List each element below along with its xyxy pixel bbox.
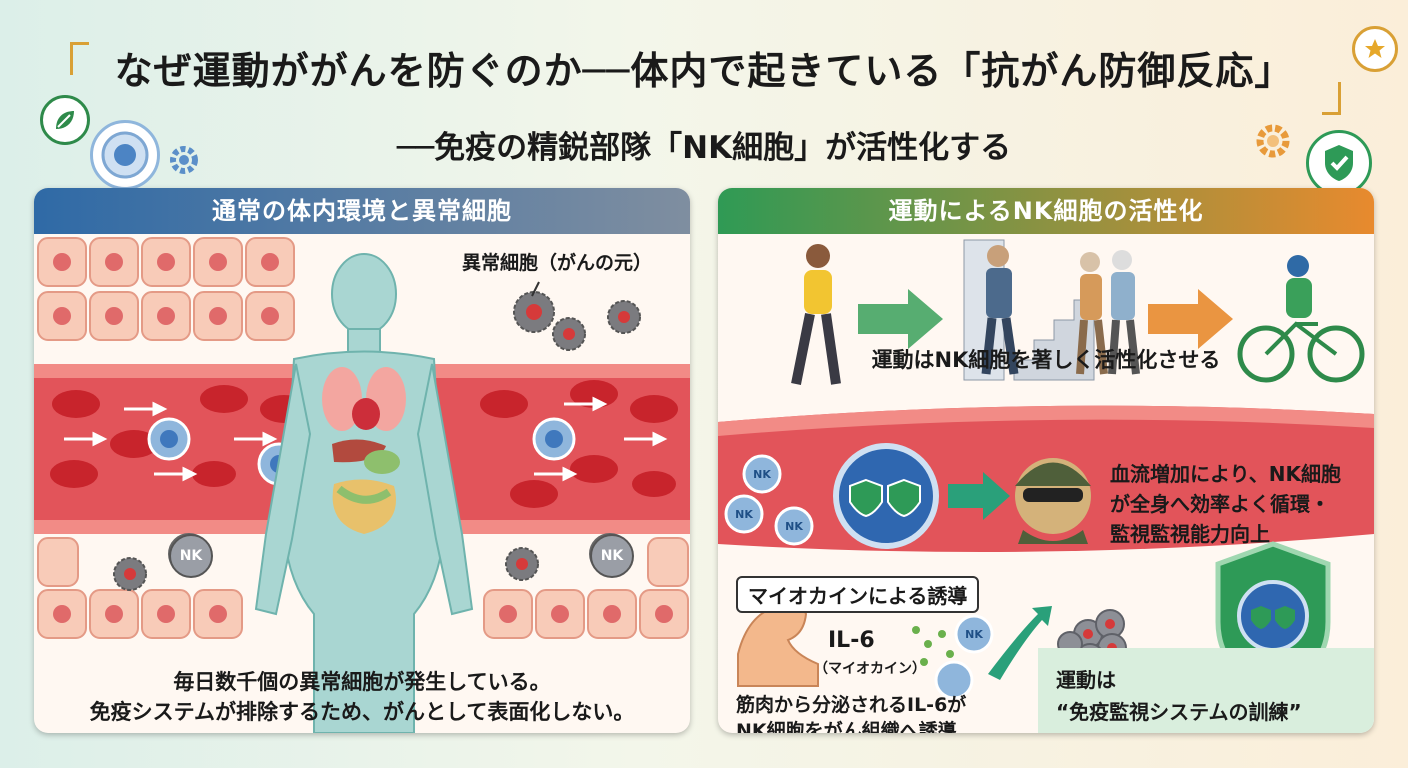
- nk-cell-tissue-right: NK: [590, 534, 634, 578]
- conclusion-line1: 運動は: [1056, 668, 1116, 692]
- il6-label: IL-6: [828, 628, 875, 653]
- myokine-box: マイオカインによる誘導: [736, 576, 980, 613]
- conclusion-line2: “免疫監視システムの訓練”: [1056, 700, 1302, 724]
- human-body: [254, 253, 474, 733]
- myokine-nk-cells: [934, 614, 994, 700]
- conclusion-box: [1038, 648, 1374, 733]
- shield-check-icon: [1306, 130, 1372, 196]
- flow-arrows: [64, 396, 668, 482]
- organs: [322, 367, 406, 534]
- page-title: なぜ運動ががんを防ぐのか──体内で起きている「抗がん防御反応」: [114, 49, 1294, 93]
- teal-curve-arrow: [988, 606, 1052, 680]
- left-panel: 通常の体内環境と異常細胞: [34, 188, 690, 733]
- left-panel-body: NK NK 異常細胞（がんの元） 毎日数千個の異常細胞が発生している。 免疫シス…: [34, 234, 690, 733]
- teal-arrow: [948, 472, 1010, 520]
- bloodflow-line2: が全身へ効率よく循環・: [1110, 492, 1330, 516]
- il6-caption-line2: NK細胞をがん組織へ誘導: [736, 720, 957, 733]
- bloodflow-line3: 監視監視能力向上: [1110, 522, 1270, 546]
- left-panel-header: 通常の体内環境と異常細胞: [34, 188, 690, 234]
- il6-caption-line1: 筋肉から分泌されるIL-6が: [736, 694, 967, 716]
- leaf-icon: [40, 95, 90, 145]
- title-bracket-left: [70, 42, 89, 75]
- right-panel: 運動によるNK細胞の活性化: [718, 188, 1374, 733]
- green-arrow: [858, 289, 943, 349]
- left-caption-line1: 毎日数千個の異常細胞が発生している。: [173, 670, 551, 694]
- left-illustration: [34, 237, 690, 733]
- right-panel-header: 運動によるNK細胞の活性化: [718, 188, 1374, 234]
- left-caption-line2: 免疫システムが排除するため、がんとして表面化しない。: [89, 700, 635, 724]
- cell-icon: [90, 120, 160, 190]
- star-icon: [1352, 26, 1398, 72]
- il6-sub: （マイオカイン）: [814, 661, 926, 677]
- gear-orange-icon: [1250, 118, 1296, 164]
- walking-person: [791, 244, 841, 385]
- orange-arrow: [1148, 289, 1233, 349]
- myokine-dots: [912, 626, 954, 666]
- il6-nk-1: NK: [965, 627, 983, 641]
- right-illustration: [718, 239, 1374, 733]
- title-bracket-right: [1322, 82, 1341, 115]
- stairs-scene: [963, 239, 1140, 381]
- abnormal-cell-label: 異常細胞（がんの元）: [462, 252, 653, 274]
- nk-cell-tissue-left: NK: [169, 534, 213, 578]
- bloodflow-line1: 血流増加により、NK細胞: [1110, 462, 1342, 486]
- gear-icon: [164, 140, 204, 180]
- page-subtitle: ──免疫の精鋭部隊「NK細胞」が活性化する: [396, 130, 1012, 166]
- cyclist: [1237, 255, 1365, 383]
- nk-small-2: NK: [735, 507, 753, 521]
- nk-small-3: NK: [785, 519, 803, 533]
- soldier-icon: [1015, 458, 1091, 544]
- nk-small-1: NK: [753, 467, 771, 481]
- activity-caption: 運動はNK細胞を著しく活性化させる: [871, 348, 1221, 372]
- right-panel-body: 運動はNK細胞を著しく活性化させる NK NK NK 血流増加により、NK細胞 …: [718, 234, 1374, 733]
- flexed-arm: [737, 600, 819, 687]
- activated-nk-cell: [833, 443, 939, 549]
- right-nk-small: [724, 454, 814, 546]
